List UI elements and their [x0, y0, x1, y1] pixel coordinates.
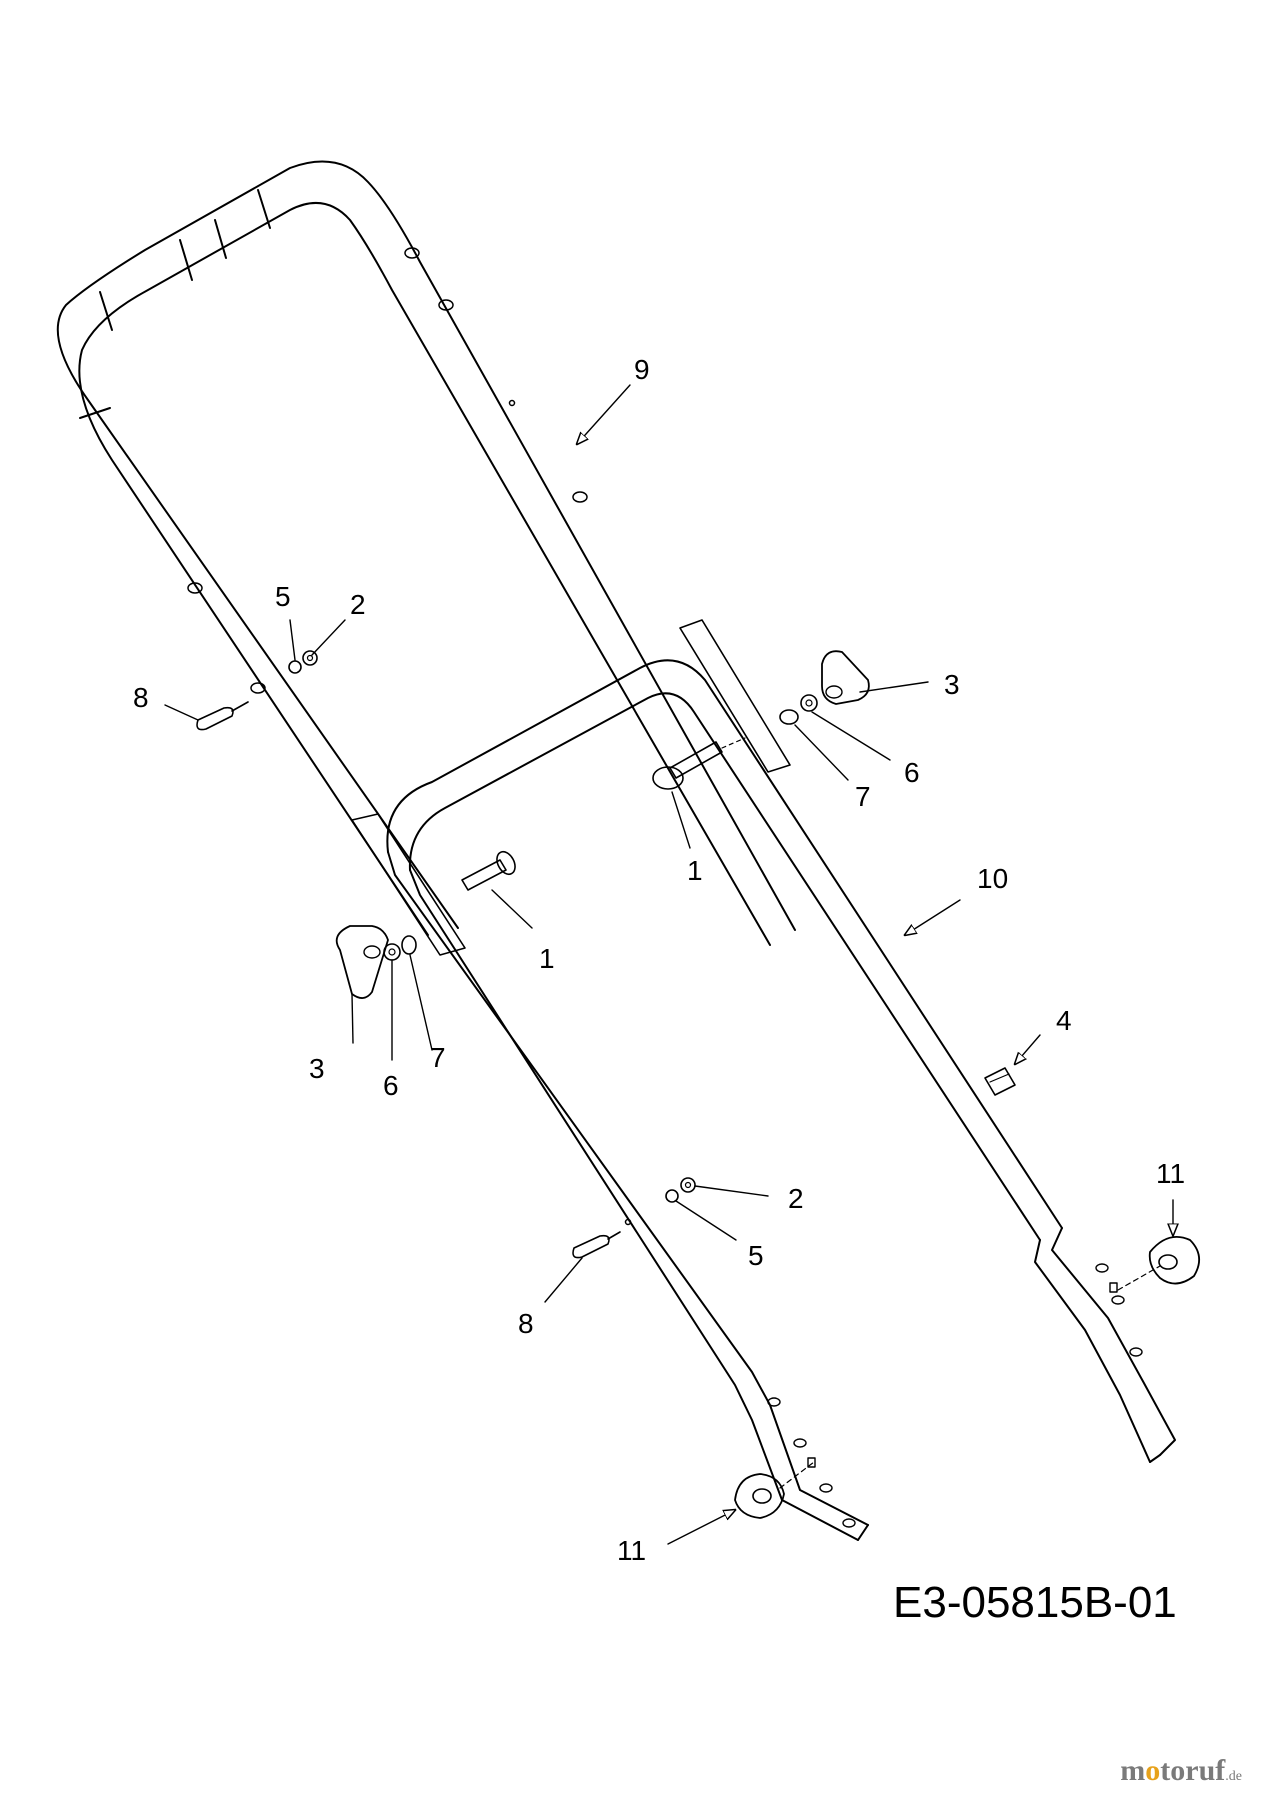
washer-part-5-lower: [665, 1189, 679, 1203]
diagram-reference-code: E3-05815B-01: [893, 1578, 1177, 1627]
callout-1: 1: [687, 855, 703, 886]
callout-1: 1: [539, 943, 555, 974]
watermark-text-start: m: [1120, 1754, 1146, 1787]
washer-part-7-right: [779, 709, 799, 725]
callout-5: 5: [748, 1240, 764, 1271]
lower-handle: [386, 659, 1176, 1541]
cable-clip-part-8-lower: [572, 1231, 621, 1259]
washer-part-5-upper: [288, 660, 302, 674]
watermark-text-o: o: [1145, 1754, 1161, 1787]
watermark-text-end: toruf: [1160, 1754, 1226, 1787]
motoruf-watermark-logo: motoruf.de: [1120, 1754, 1242, 1788]
callout-9: 9: [634, 354, 650, 385]
washer-part-6-right: [800, 694, 818, 712]
callout-6: 6: [904, 757, 920, 788]
nut-part-2-upper: [302, 650, 318, 666]
callout-2: 2: [350, 589, 366, 620]
callout-3: 3: [944, 669, 960, 700]
callout-3: 3: [309, 1053, 325, 1084]
washer-part-6-left: [383, 943, 401, 961]
callout-2: 2: [788, 1183, 804, 1214]
callout-7: 7: [430, 1042, 446, 1073]
pin-part-11-left: [734, 1461, 815, 1519]
callout-4: 4: [1056, 1005, 1072, 1036]
bolt-part-1-left: [461, 850, 516, 891]
callout-8: 8: [133, 682, 149, 713]
pin-part-11-right: [1117, 1236, 1200, 1291]
washer-part-7-left: [401, 935, 417, 955]
bolt-part-1-right: [652, 737, 746, 790]
callout-8: 8: [518, 1308, 534, 1339]
callout-5: 5: [275, 581, 291, 612]
nut-part-2-lower: [680, 1177, 696, 1193]
callout-10: 10: [977, 863, 1008, 894]
callout-7: 7: [855, 781, 871, 812]
cable-clip-part-8-upper: [196, 701, 249, 731]
callout-6: 6: [383, 1070, 399, 1101]
callout-11: 11: [1156, 1158, 1185, 1189]
knob-part-3-left: [335, 925, 389, 999]
upper-handle: [56, 160, 796, 956]
knob-part-3-right: [821, 650, 870, 705]
callout-11: 11: [617, 1535, 646, 1566]
leader-lines: [164, 384, 1173, 1545]
callout-labels: 9 5 2 8 3 7 6 1 1 10 3 6 7 4 11 2 5 8 11: [133, 354, 1185, 1566]
watermark-tld: .de: [1225, 1769, 1242, 1784]
